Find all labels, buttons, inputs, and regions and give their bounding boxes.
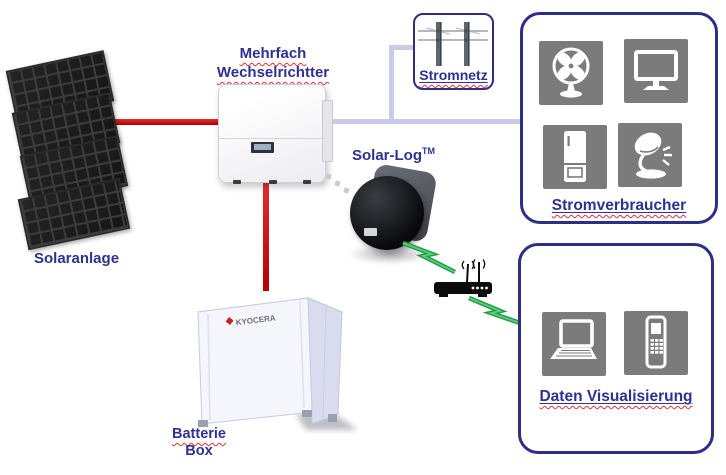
wireless-zigzag-icon — [402, 240, 457, 275]
daten-visualisierung-box: Daten Visualisierung — [518, 243, 714, 454]
inverter-foot — [269, 180, 277, 184]
grid-line-vertical — [389, 45, 394, 124]
stromverbraucher-label: Stromverbraucher — [551, 197, 687, 214]
battery-label-line1: Batterie — [172, 426, 226, 442]
inverter-label-line2: Wechselrichtter — [216, 64, 330, 81]
inverter-side-connector — [322, 100, 333, 162]
solar-log-screen — [364, 228, 377, 236]
fan-icon — [539, 41, 603, 105]
power-poles-icon — [418, 22, 488, 66]
dc-line-inverter-to-battery — [263, 179, 269, 291]
grid-line-stub — [389, 45, 415, 50]
solaranlage-label: Solaranlage — [34, 250, 120, 267]
solar-log-device-icon — [350, 163, 440, 260]
wireless-zigzag-icon — [468, 295, 524, 327]
inverter-foot — [233, 180, 241, 184]
refrigerator-icon — [543, 125, 607, 189]
mobile-phone-icon — [624, 311, 688, 375]
solar-log-shadow — [348, 244, 432, 264]
laptop-icon — [542, 312, 606, 376]
inverter-seam — [219, 138, 325, 139]
battery-label-line2: Box — [185, 443, 213, 459]
monitor-icon — [624, 39, 688, 103]
solar-log-disc — [350, 176, 424, 250]
desk-lamp-icon — [618, 123, 682, 187]
inverter-foot — [303, 180, 311, 184]
solar-log-label: Solar-LogTM — [352, 146, 435, 164]
solar-log-tm: TM — [422, 146, 435, 156]
solar-log-name: Solar-Log — [352, 147, 422, 164]
battery-label: Batterie Box — [153, 426, 245, 460]
inverter-label: Mehrfach Wechselrichtter — [200, 44, 346, 82]
inverter-label-line1: Mehrfach — [239, 45, 307, 62]
stromverbraucher-box: Stromverbraucher — [520, 12, 718, 224]
wifi-router-icon — [434, 259, 492, 297]
grid-line-horizontal — [326, 119, 522, 124]
stromnetz-box: Stromnetz — [413, 13, 494, 90]
stromnetz-label: Stromnetz — [419, 67, 488, 83]
battery-box-icon: KYOCERA — [186, 272, 358, 434]
dc-line-panels-to-inverter — [103, 119, 221, 125]
inverter-display — [251, 142, 274, 153]
daten-visualisierung-label: Daten Visualisierung — [539, 388, 693, 405]
inverter-icon — [218, 84, 333, 184]
